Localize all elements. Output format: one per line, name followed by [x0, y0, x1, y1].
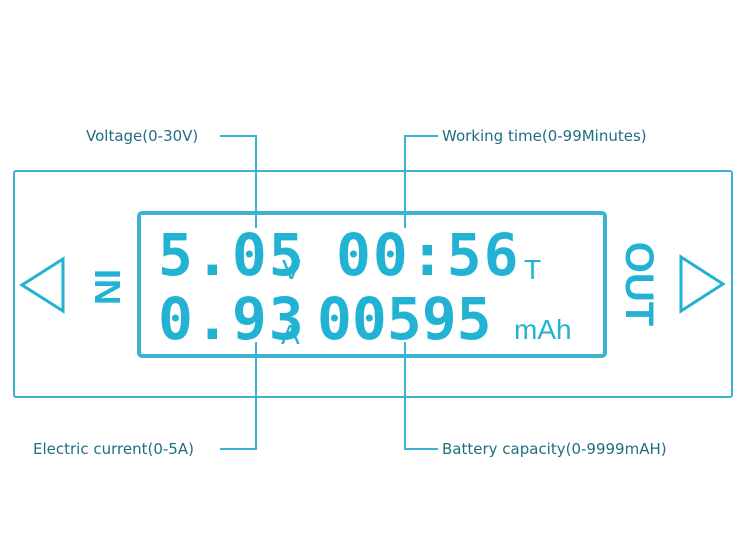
battery-capacity-leader [404, 342, 438, 450]
lcd-screen [137, 211, 607, 358]
electric-current-callout: Electric current(0-5A) [33, 440, 194, 458]
working-time-readout: 00:56 [336, 221, 521, 289]
voltage-readout: 5.05 [158, 221, 306, 289]
electric-current-unit: A [281, 319, 300, 350]
voltage-leader [220, 135, 257, 228]
out-arrow-icon [679, 254, 726, 314]
voltage-unit: V [282, 254, 301, 285]
electric-current-leader [220, 342, 257, 450]
in-arrow-icon [19, 256, 65, 314]
electric-current-readout: 0.93 [158, 285, 306, 353]
battery-capacity-callout: Battery capacity(0-9999mAH) [442, 440, 667, 458]
working-time-unit: T [524, 254, 542, 285]
battery-capacity-readout: 00595 [317, 285, 492, 353]
battery-capacity-unit: mAh [514, 314, 572, 345]
working-time-leader [404, 135, 438, 228]
working-time-callout: Working time(0-99Minutes) [442, 127, 647, 145]
meter-body [13, 170, 733, 398]
in-label: IN [87, 269, 128, 305]
voltage-callout: Voltage(0-30V) [86, 127, 199, 145]
out-label: OUT [617, 241, 661, 327]
